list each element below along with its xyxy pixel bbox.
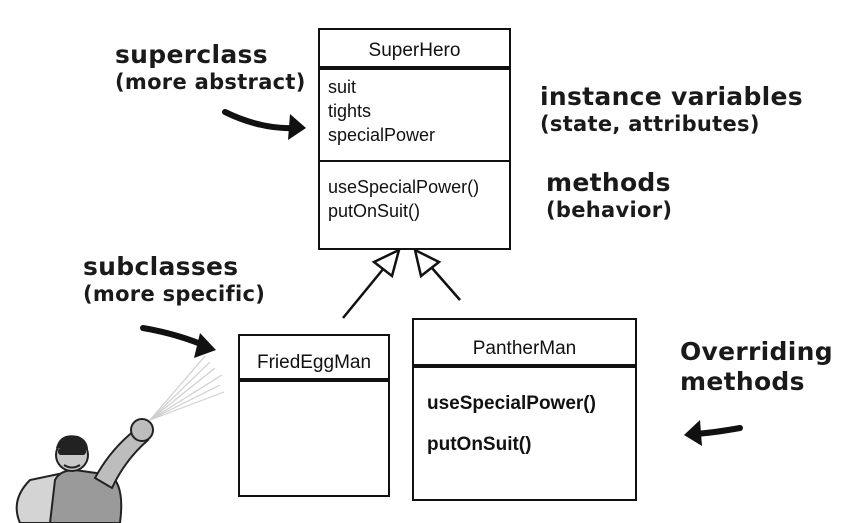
inherit-triangle-friedeggman — [371, 247, 401, 279]
note-subclasses: subclasses (more specific) — [83, 252, 266, 306]
inherit-line-friedeggman — [342, 267, 385, 319]
friedeggman-class-box: FriedEggMan — [238, 334, 390, 497]
inherit-line-pantherman — [431, 267, 461, 301]
class-separator — [320, 160, 509, 162]
variable-specialpower: specialPower — [328, 125, 436, 145]
note-superclass: superclass (more abstract) — [115, 40, 306, 94]
method-usespecialpower: useSpecialPower() — [328, 177, 480, 197]
variable-suit: suit — [328, 77, 357, 97]
class-separator — [320, 66, 509, 70]
superhero-class-name: SuperHero — [368, 40, 461, 61]
class-separator — [414, 364, 635, 368]
class-separator — [240, 378, 388, 382]
method-putonsuit: putOnSuit() — [328, 201, 421, 221]
friedeggman-class-name: FriedEggMan — [256, 352, 372, 373]
pantherman-class-box: PantherMan useSpecialPower() putOnSuit() — [412, 318, 637, 501]
superclass-arrow-icon — [222, 109, 301, 132]
inherit-triangle-pantherman — [413, 247, 442, 279]
note-methods: methods (behavior) — [546, 168, 673, 222]
instance-variables-list: suit tights specialPower — [328, 75, 435, 147]
variable-tights: tights — [328, 101, 372, 121]
superhero-figure-icon — [15, 355, 225, 523]
note-instance-variables: instance variables (state, attributes) — [540, 82, 803, 136]
method-usespecialpower: useSpecialPower() — [427, 393, 596, 414]
methods-list: useSpecialPower() putOnSuit() — [328, 175, 479, 223]
method-putonsuit: putOnSuit() — [427, 434, 532, 455]
superhero-class-box: SuperHero suit tights specialPower useSp… — [318, 28, 511, 250]
note-overriding: Overriding methods — [680, 337, 833, 396]
pantherman-class-name: PantherMan — [472, 338, 577, 359]
